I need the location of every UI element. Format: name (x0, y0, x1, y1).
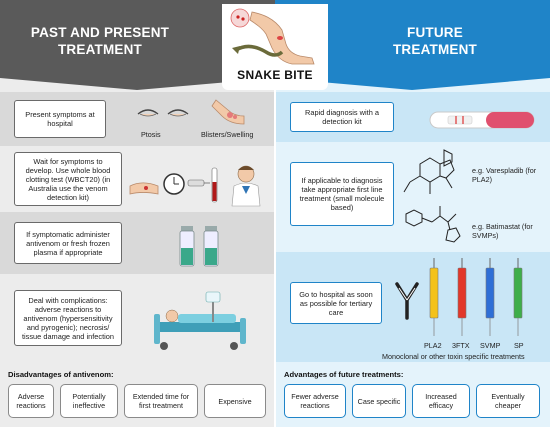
clotting-test-illustration (129, 165, 261, 207)
syringe-svmp (485, 258, 495, 336)
left-step-1: Present symptoms at hospital (14, 100, 106, 138)
right-step-3-text: Go to hospital as soon as possible for t… (299, 289, 373, 317)
ptosis-caption: Ptosis (141, 130, 161, 139)
right-header-arrow (275, 78, 550, 90)
right-step-1-text: Rapid diagnosis with a detection kit (305, 108, 379, 126)
right-step-2: If applicable to diagnosis take appropri… (290, 162, 394, 226)
left-advantage-2: Potentially ineffective (60, 384, 118, 418)
batimastat-molecule-icon (405, 206, 461, 243)
syringe-label-pla2: PLA2 (424, 341, 442, 350)
left-step-3-text: If symptomatic administer antivenom or f… (26, 229, 110, 257)
syringe-label-sp: SP (514, 341, 524, 350)
varespladib-caption: e.g. Varespladib (for PLA2) (472, 166, 537, 184)
right-advantages-title: Advantages of future treatments: (284, 370, 404, 379)
left-step-1-text: Present symptoms at hospital (25, 110, 95, 128)
left-header-arrow (0, 78, 275, 90)
right-advantage-4: Eventually cheaper (476, 384, 540, 418)
left-advantage-4-text: Expensive (218, 396, 252, 406)
left-advantage-3: Extended time for first treatment (124, 384, 198, 418)
right-step-3: Go to hospital as soon as possible for t… (290, 282, 382, 324)
right-advantage-2-text: Case specific (357, 396, 401, 406)
varespladib-molecule-icon (403, 149, 455, 194)
left-advantage-4: Expensive (204, 384, 266, 418)
ptosis-eyes-icon (137, 109, 189, 117)
left-advantage-2-text: Potentially ineffective (72, 392, 106, 410)
snake-bite-leg-icon (230, 8, 315, 65)
antibody-icon (395, 282, 419, 320)
left-step-4: Deal with complications: adverse reactio… (14, 290, 122, 346)
monoclonal-caption: Monoclonal or other toxin specific treat… (382, 352, 525, 361)
left-advantage-3-text: Extended time for first treatment (132, 392, 190, 410)
blisters-caption: Blisters/Swelling (201, 130, 254, 139)
right-step-2-text: If applicable to diagnosis take appropri… (299, 176, 385, 212)
antivenom-vials-icon (179, 226, 219, 267)
syringe-sp (513, 258, 523, 336)
left-step-2: Wait for symptoms to develop. Use whole … (14, 152, 122, 206)
detection-kit-icon (429, 111, 535, 129)
snake-bite-badge (222, 4, 328, 90)
right-advantage-3-text: Increased efficacy (425, 392, 457, 410)
syringe-pla2 (429, 258, 439, 336)
left-header-title: PAST AND PRESENT TREATMENT (30, 25, 170, 57)
syringe-3ftx (457, 258, 467, 336)
left-step-2-text: Wait for symptoms to develop. Use whole … (25, 156, 111, 202)
snake-bite-label: SNAKE BITE (237, 68, 313, 82)
right-advantage-1: Fewer adverse reactions (284, 384, 346, 418)
syringes-icon (429, 258, 523, 336)
blister-arm-icon (211, 99, 245, 125)
right-advantage-3: Increased efficacy (412, 384, 470, 418)
hospital-bed-icon (154, 291, 246, 350)
right-step-1: Rapid diagnosis with a detection kit (290, 102, 394, 132)
left-step-4-text: Deal with complications: adverse reactio… (21, 295, 115, 341)
right-advantage-4-text: Eventually cheaper (491, 392, 525, 410)
left-step-3: If symptomatic administer antivenom or f… (14, 222, 122, 264)
left-advantage-1: Adverse reactions (8, 384, 54, 418)
left-advantages-title: Disadvantages of antivenom: (8, 370, 114, 379)
column-divider (274, 90, 276, 427)
syringe-label-3ftx: 3FTX (452, 341, 470, 350)
right-advantage-2: Case specific (352, 384, 406, 418)
right-advantage-1-text: Fewer adverse reactions (291, 392, 339, 410)
syringe-label-svmp: SVMP (480, 341, 501, 350)
right-header-title: FUTURE TREATMENT (392, 25, 478, 57)
batimastat-caption: e.g. Batimastat (for SVMPs) (472, 222, 533, 240)
left-advantage-1-text: Adverse reactions (16, 392, 46, 410)
